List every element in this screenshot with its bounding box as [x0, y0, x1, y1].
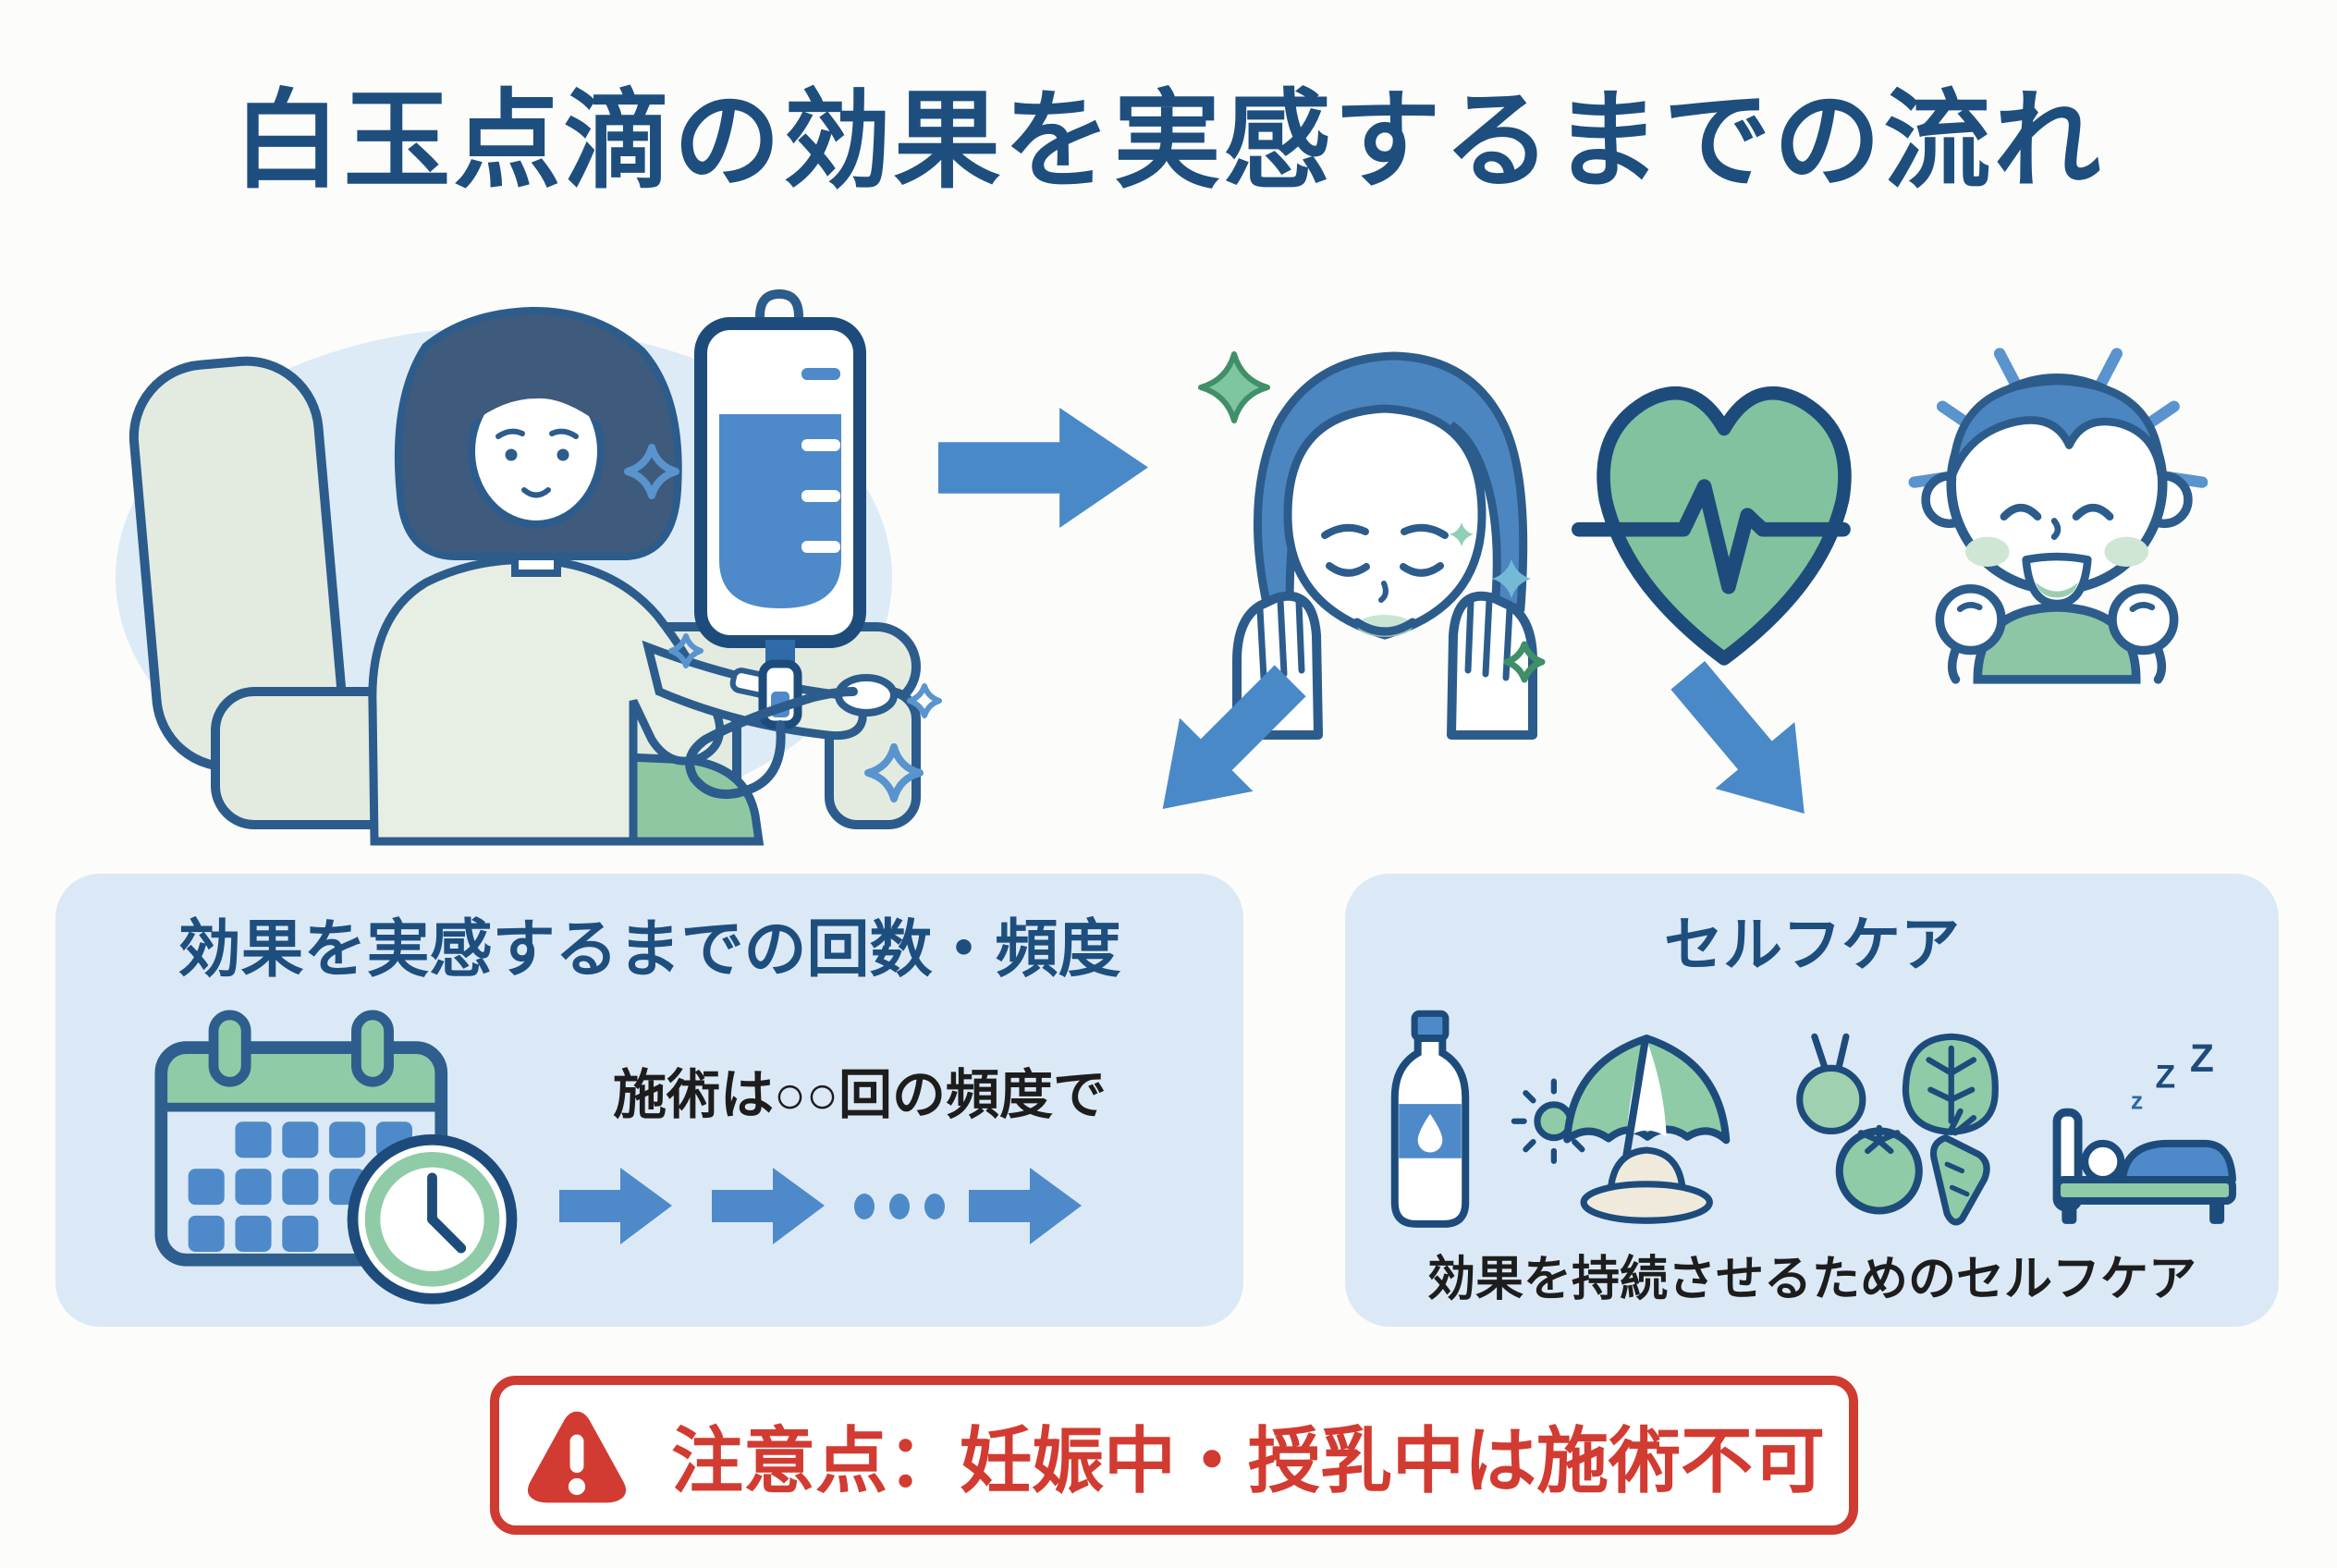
vegetables-icon [1796, 1033, 1999, 1226]
closed-eye [1326, 562, 1370, 577]
frequency-box-title: 効果を実感するまでの回数・頻度 [177, 914, 1121, 985]
iv-tube [685, 687, 858, 799]
selfcare-box: セルフケア [1345, 874, 2279, 1327]
smile [1352, 618, 1417, 636]
hair [1949, 376, 2165, 478]
warning-triangle-icon [527, 1411, 627, 1503]
calendar-ring [208, 1010, 251, 1087]
frequency-box: 効果を実感するまでの回数・頻度 [55, 874, 1243, 1327]
calendar-clock-icon [134, 1001, 532, 1305]
sparkle-icon [1492, 559, 1531, 598]
water-drop [1417, 1113, 1443, 1153]
zzz-text: Z [2190, 1036, 2214, 1081]
blanket [2119, 1139, 2236, 1183]
leafy-greens [1902, 1033, 1999, 1135]
happy-eye [2000, 503, 2042, 521]
sparkle-icon [1503, 641, 1546, 683]
heart-ecg-icon [1572, 322, 1877, 687]
selfcare-box-title: セルフケア [1664, 912, 1960, 978]
fist [1935, 584, 2006, 655]
happy-eye [2072, 503, 2114, 521]
sun-hat-icon [1580, 1146, 1713, 1224]
turnip [1796, 1033, 1866, 1135]
sleeper-head [2081, 1139, 2125, 1183]
water-bottle-icon [1390, 1010, 1470, 1228]
iv-hanger-loop [755, 288, 803, 321]
zzz-text: z [2131, 1087, 2143, 1115]
warning-text: 注意点：妊娠中・授乳中は施術不可 [670, 1420, 1825, 1501]
clock-icon [347, 1133, 518, 1305]
mattress [2053, 1175, 2236, 1206]
sparkle-icons [624, 444, 942, 802]
ellipsis-dot [924, 1194, 945, 1219]
ellipsis-dot [854, 1194, 875, 1219]
iv-drip-bag-icon [685, 288, 866, 799]
iv-drip-treatment-illustration [97, 259, 948, 846]
patient-fringe [471, 363, 604, 426]
flow-arrow-right-icon [938, 399, 1153, 536]
patient-sweater [368, 556, 725, 846]
blush [2104, 536, 2149, 567]
blush [1964, 536, 2010, 567]
face-outline [1283, 404, 1487, 640]
patient-smile [521, 487, 551, 498]
calendar-ring [351, 1010, 394, 1087]
ecg-line [1572, 479, 1851, 594]
happy-person-icon [1872, 294, 2242, 692]
small-arrow-right-icon [712, 1168, 825, 1244]
small-arrow-right-icon [559, 1168, 672, 1244]
small-arrow-right-icon [969, 1168, 1082, 1244]
selfcare-icon-row: z Z Z [1345, 1001, 2279, 1231]
carrot [1929, 1108, 1990, 1226]
clock-hand-minute [427, 1214, 467, 1254]
sleep-bed-icon: z Z Z [2052, 1036, 2236, 1224]
flow-arrow-down-right-icon [1632, 629, 1863, 864]
sparkle-icon [1450, 522, 1474, 546]
flow-arrow-down-left-icon [1107, 629, 1341, 863]
closed-eye [1400, 562, 1444, 577]
heart-shape [1597, 386, 1852, 666]
warning-banner: 注意点：妊娠中・授乳中は施術不可 [490, 1376, 1858, 1535]
right-hand [1447, 591, 1537, 740]
frequency-note: 施術は○○回の頻度で [612, 1065, 1107, 1125]
fist [2108, 584, 2179, 655]
sparkle-icon [1198, 351, 1270, 423]
calendar-header [161, 1047, 442, 1108]
tomato [1835, 1124, 1923, 1215]
iv-liquid [719, 414, 841, 608]
repeat-arrows-icon [559, 1162, 1114, 1250]
sun-umbrella-hat-icon [1511, 1035, 1731, 1224]
zzz-text: Z [2156, 1059, 2176, 1096]
page-title: 白玉点滴の効果を実感するまでの流れ [233, 80, 2104, 201]
ellipsis-dot [889, 1194, 910, 1219]
iv-drip-patient-graphic [116, 288, 942, 846]
selfcare-note: 効果を持続させるためのセルフケア [1426, 1253, 2196, 1306]
tongue [2036, 582, 2078, 598]
